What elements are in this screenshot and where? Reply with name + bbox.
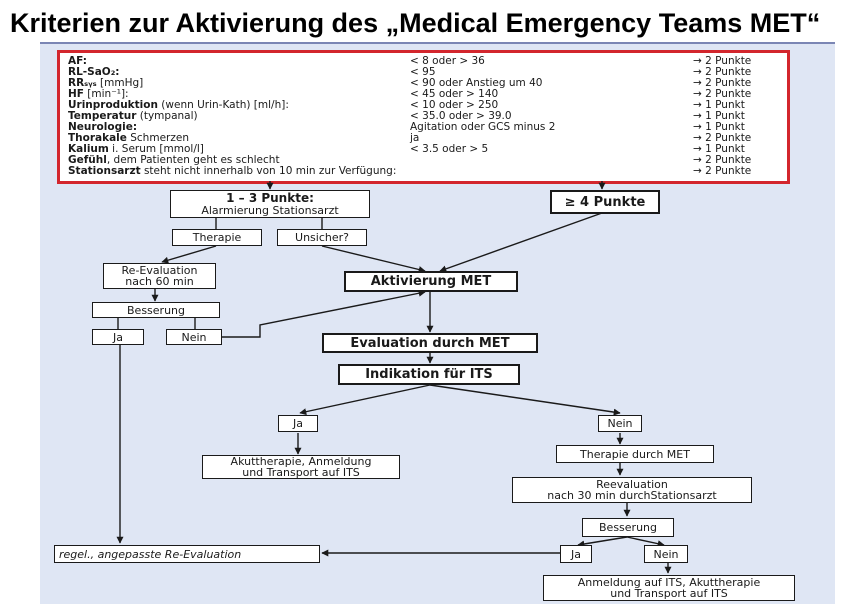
criteria-row: Stationsarzt steht nicht innerhalb von 1… [68, 166, 783, 177]
criterion-value: < 45 oder > 140 [410, 88, 499, 100]
reevaluation-60-line1: Re-Evaluation [121, 264, 198, 277]
criterion-points: → 2 Punkte [693, 77, 752, 89]
ja-box-3: Ja [560, 545, 592, 563]
besserung-box-2: Besserung [582, 518, 674, 537]
criteria-row: Kalium i. Serum [mmol/l] < 3.5 oder > 5 → … [68, 144, 783, 155]
criterion-name: Stationsarzt [68, 165, 141, 177]
criteria-row: AF: < 8 oder > 36 → 2 Punkte [68, 56, 783, 67]
criterion-detail: , dem Patienten geht es schlecht [106, 154, 280, 166]
page-title: Kriterien zur Aktivierung des „Medical E… [10, 8, 821, 38]
ja-box-1: Ja [92, 329, 144, 345]
reevaluation-30-line1: Reevaluation [596, 478, 668, 491]
criterion-points: → 2 Punkte [693, 66, 752, 78]
criterion-name: Thorakale [68, 132, 127, 144]
reevaluation-30-box: Reevaluation nach 30 min durchStationsar… [512, 477, 752, 503]
nein-box-3: Nein [644, 545, 688, 563]
anmeldung-line2: und Transport auf ITS [610, 587, 728, 600]
aktivierung-met-box: Aktivierung MET [344, 271, 518, 292]
regel-reevaluation-box: regel., angepasste Re-Evaluation [54, 545, 320, 563]
nein-box-1: Nein [166, 329, 222, 345]
criterion-value: < 95 [410, 66, 436, 78]
criterion-name: HF [68, 88, 84, 100]
akuttherapie-box: Akuttherapie, Anmeldung und Transport au… [202, 455, 400, 479]
unsicher-box: Unsicher? [277, 229, 367, 246]
criterion-detail: steht nicht innerhalb von 10 min zur Ver… [140, 165, 397, 177]
criterion-name: AF: [68, 55, 87, 67]
points-1-3-subtitle: Alarmierung Stationsarzt [201, 204, 339, 217]
besserung-box-1: Besserung [92, 302, 220, 318]
criteria-row: Temperatur (tympanal) < 35.0 oder > 39.0 →… [68, 111, 783, 122]
criterion-points: → 1 Punkt [693, 121, 745, 133]
criterion-points: → 2 Punkte [693, 55, 752, 67]
criteria-row: Gefühl, dem Patienten geht es schlecht → … [68, 155, 783, 166]
akuttherapie-line1: Akuttherapie, Anmeldung [230, 455, 372, 468]
criterion-detail: (tympanal) [136, 110, 198, 122]
reevaluation-60-box: Re-Evaluation nach 60 min [103, 263, 216, 289]
criterion-value: < 35.0 oder > 39.0 [410, 110, 512, 122]
criterion-detail: i. Serum [mmol/l] [108, 143, 204, 155]
evaluation-met-box: Evaluation durch MET [322, 333, 538, 353]
criterion-detail: (wenn Urin-Kath) [ml/h]: [157, 99, 289, 111]
criterion-value: < 10 oder > 250 [410, 99, 499, 111]
reevaluation-60-line2: nach 60 min [125, 275, 194, 288]
criterion-value: Agitation oder GCS minus 2 [410, 121, 556, 133]
title-underline [40, 42, 835, 44]
criterion-name: Neurologie: [68, 121, 138, 133]
points-1-3-box: 1 – 3 Punkte: Alarmierung Stationsarzt [170, 190, 370, 218]
criteria-row: Urinproduktion (wenn Urin-Kath) [ml/h]: <… [68, 100, 783, 111]
criterion-points: → 1 Punkt [693, 110, 745, 122]
criteria-row: RRₛᵧₛ [mmHg] < 90 oder Anstieg um 40 → 2 P… [68, 78, 783, 89]
criterion-value: < 8 oder > 36 [410, 55, 485, 67]
criterion-name: RL-SaO₂: [68, 66, 120, 78]
criteria-row: HF [min⁻¹]: < 45 oder > 140 → 2 Punkte [68, 89, 783, 100]
criteria-row: Thorakale Schmerzen ja → 2 Punkte [68, 133, 783, 144]
criterion-name: Kalium [68, 143, 109, 155]
anmeldung-its-box: Anmeldung auf ITS, Akuttherapie und Tran… [543, 575, 795, 601]
nein-box-2: Nein [598, 415, 642, 432]
criterion-points: → 1 Punkt [693, 143, 745, 155]
criterion-value: < 3.5 oder > 5 [410, 143, 489, 155]
criterion-points: → 1 Punkt [693, 99, 745, 111]
criterion-name: RRₛᵧₛ [68, 77, 97, 89]
criteria-row: Neurologie: Agitation oder GCS minus 2 → 1… [68, 122, 783, 133]
ja-box-2: Ja [278, 415, 318, 432]
criterion-points: → 2 Punkte [693, 154, 752, 166]
criterion-points: → 2 Punkte [693, 132, 752, 144]
criterion-detail: [mmHg] [96, 77, 144, 89]
criterion-name: Urinproduktion [68, 99, 158, 111]
therapie-box: Therapie [172, 229, 262, 246]
therapie-met-box: Therapie durch MET [556, 445, 714, 463]
criterion-name: Gefühl [68, 154, 107, 166]
criterion-value: ja [410, 132, 420, 144]
criterion-points: → 2 Punkte [693, 165, 752, 177]
points-4-box: ≥ 4 Punkte [550, 190, 660, 214]
indikation-its-box: Indikation für ITS [338, 364, 520, 385]
anmeldung-line1: Anmeldung auf ITS, Akuttherapie [577, 576, 761, 589]
criteria-row: RL-SaO₂: < 95 → 2 Punkte [68, 67, 783, 78]
criteria-table: AF: < 8 oder > 36 → 2 Punkte RL-SaO₂: < 95 →… [57, 50, 790, 184]
reevaluation-30-line2: nach 30 min durchStationsarzt [547, 489, 717, 502]
criterion-detail: [min⁻¹]: [83, 88, 129, 100]
criterion-value: < 90 oder Anstieg um 40 [410, 77, 543, 89]
criterion-detail: Schmerzen [126, 132, 189, 144]
criterion-name: Temperatur [68, 110, 137, 122]
criterion-points: → 2 Punkte [693, 88, 752, 100]
akuttherapie-line2: und Transport auf ITS [242, 466, 360, 479]
points-1-3-title: 1 – 3 Punkte: [226, 191, 314, 205]
